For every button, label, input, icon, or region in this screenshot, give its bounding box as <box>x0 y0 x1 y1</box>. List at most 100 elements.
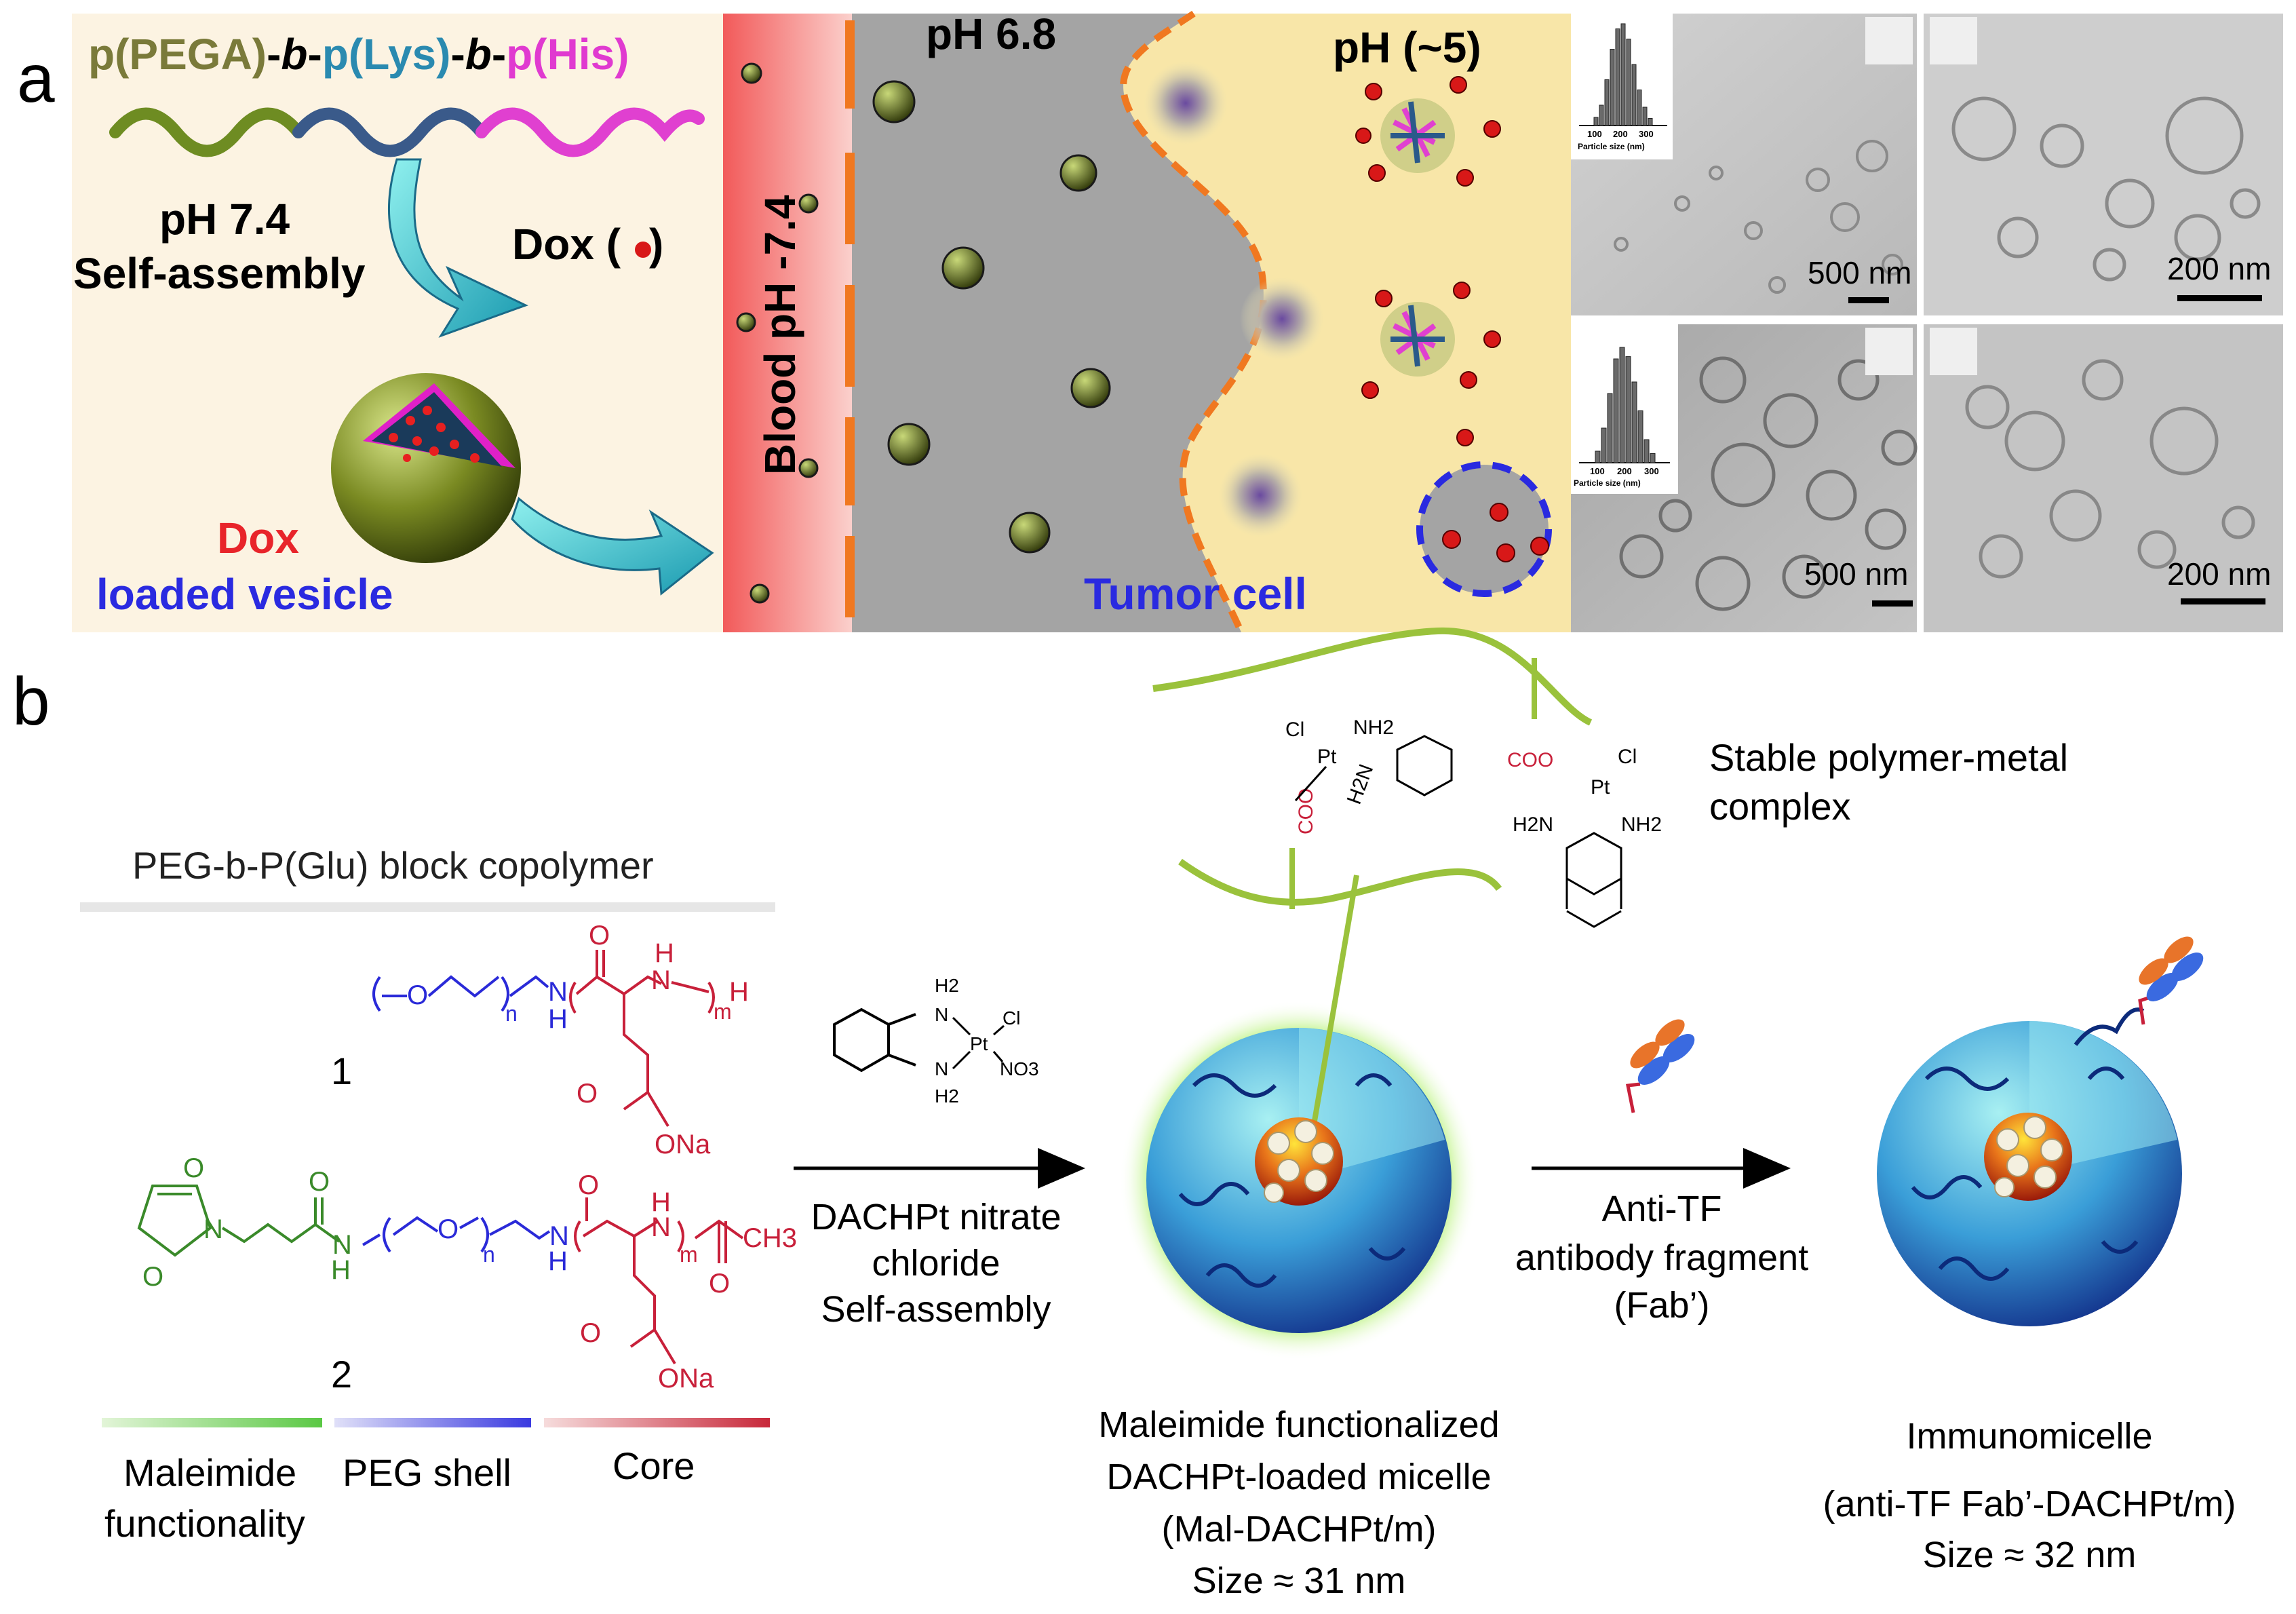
peg-block-chain <box>109 107 305 157</box>
legend-core: Core <box>612 1444 695 1487</box>
scale-bar <box>1872 600 1913 607</box>
micelle-label-line3: (Mal-DACHPt/m) <box>1162 1509 1437 1550</box>
fab-fragment-icon <box>1626 1019 1695 1113</box>
svg-text:ONa: ONa <box>658 1364 714 1394</box>
svg-text:H2: H2 <box>935 975 959 996</box>
vessel-wall <box>845 20 855 617</box>
svg-text:H: H <box>651 1187 671 1217</box>
histogram-bar <box>1637 410 1643 463</box>
svg-text:O: O <box>578 1170 599 1200</box>
hist-tick: 300 <box>1639 129 1654 139</box>
svg-text:O: O <box>577 1079 598 1109</box>
histogram-bar <box>1625 356 1631 463</box>
dox-legend: Dox () <box>512 220 663 269</box>
svg-text:N: N <box>935 1058 948 1079</box>
compound-1-structure: O n N H O H N m H O ONa <box>372 921 749 1159</box>
legend-functionality: functionality <box>104 1502 305 1545</box>
hist-axis-label: Particle size (nm) <box>1578 142 1645 151</box>
hist-tick: 200 <box>1617 466 1632 476</box>
tumor-delivery-panel: Blood pH -7.4 pH 6.8 pH (~5) Tumor cell <box>723 9 1571 634</box>
legend-maleimide: Maleimide <box>123 1451 296 1494</box>
histogram-bar <box>1650 453 1656 463</box>
svg-text:O: O <box>580 1318 601 1348</box>
tumor-cell-label: Tumor cell <box>1084 569 1307 619</box>
scale-bar-label: 500 nm <box>1804 556 1908 592</box>
svg-text:COO: COO <box>1507 749 1553 771</box>
step1-line3: Self-assembly <box>821 1289 1051 1330</box>
compound-2-structure: O O N O N H O n N H O H N m CH3 O O ONa <box>137 1153 797 1394</box>
histogram-bar <box>1601 427 1607 463</box>
vesicle-loaded-label: loaded vesicle <box>96 570 393 619</box>
title-underline <box>80 902 775 912</box>
tem-micrographs: 100 200 300 Particle size (nm) 500 nm 20… <box>1571 14 2283 632</box>
svg-text:Pt: Pt <box>1591 776 1610 799</box>
histogram-bar <box>1613 358 1619 463</box>
self-assembly-panel: p(PEGA)-b-p(Lys)-b-p(His) pH 7.4 Self-as… <box>72 14 723 632</box>
histogram-bar <box>1599 104 1604 126</box>
complex-label-line1: Stable polymer-metal <box>1709 736 2068 779</box>
complex-label-line2: complex <box>1709 785 1851 828</box>
tumor-membrane <box>1120 10 1267 634</box>
copolymer-title: PEG-b-P(Glu) block copolymer <box>132 844 654 887</box>
endosome <box>1416 461 1552 597</box>
panel-b-label: b <box>12 664 50 739</box>
histogram-bar <box>1642 107 1648 126</box>
svg-text:O: O <box>709 1269 730 1299</box>
micelle-label-line4: Size ≈ 31 nm <box>1192 1560 1406 1601</box>
scale-bar-label: 500 nm <box>1808 255 1911 290</box>
immuno-label-line2: (anti-TF Fab’-DACHPt/m) <box>1823 1484 2236 1524</box>
histogram-bar <box>1615 28 1620 126</box>
svg-text:Cl: Cl <box>1003 1007 1020 1029</box>
svg-text:m: m <box>714 999 732 1024</box>
step1-line2: chloride <box>872 1243 1000 1284</box>
tem-top-left: 100 200 300 Particle size (nm) 500 nm <box>1571 14 1917 315</box>
polymer-title: p(PEGA)-b-p(Lys)-b-p(His) <box>88 30 629 79</box>
tem-bottom-right: 200 nm <box>1924 324 2283 632</box>
dox-loaded-vesicle <box>331 373 521 563</box>
blood-ph-label: Blood pH -7.4 <box>756 195 804 475</box>
histogram-bar <box>1620 23 1626 126</box>
micelle-label-line2: DACHPt-loaded micelle <box>1106 1457 1491 1497</box>
circulating-vesicles <box>736 62 1111 604</box>
svg-text:COO: COO <box>1295 788 1317 834</box>
delivery-arrow <box>511 497 714 596</box>
step2-line1: Anti-TF <box>1601 1189 1721 1229</box>
segment-legend: Maleimide functionality PEG shell Core <box>102 1418 770 1545</box>
hist-tick: 100 <box>1587 129 1602 139</box>
legend-bar-core <box>544 1418 770 1427</box>
step2-line3: (Fab’) <box>1614 1285 1709 1326</box>
svg-text:Cl: Cl <box>1618 746 1637 768</box>
self-assembly-label: Self-assembly <box>73 249 366 298</box>
histogram-bar <box>1643 439 1650 463</box>
dachpt-nitrate-structure: H2 N N H2 Pt Cl NO3 <box>833 975 1039 1107</box>
ph-68-label: pH 6.8 <box>926 9 1056 58</box>
legend-peg-shell: PEG shell <box>343 1451 511 1494</box>
histogram-bar <box>1637 90 1642 126</box>
svg-text:H: H <box>655 938 674 968</box>
compound-1-number: 1 <box>331 1050 352 1092</box>
self-assembly-arrow <box>388 158 528 338</box>
tem-bottom-left: 100 200 300 Particle size (nm) 500 nm <box>1571 324 1918 632</box>
histogram-bar <box>1610 49 1615 126</box>
hist-tick: 100 <box>1590 466 1605 476</box>
released-dox-clusters <box>1355 76 1501 446</box>
hist-bottom: 100 200 300 Particle size (nm) <box>1571 324 1678 494</box>
histogram-bar <box>1619 347 1625 463</box>
scale-bar <box>2177 295 2262 301</box>
ph-5-label: pH (~5) <box>1333 23 1481 72</box>
histogram-bar <box>1648 118 1653 126</box>
svg-text:N: N <box>203 1214 223 1244</box>
micelle-label-line1: Maleimide functionalized <box>1098 1404 1499 1445</box>
scale-bar-label: 200 nm <box>2167 251 2271 286</box>
svg-text:H2N: H2N <box>1513 813 1553 836</box>
svg-text:O: O <box>407 980 428 1010</box>
histogram-bar <box>1607 393 1613 463</box>
scale-bar <box>1848 297 1889 303</box>
svg-text:N: N <box>651 1212 671 1242</box>
svg-text:NH2: NH2 <box>1621 813 1662 836</box>
step1-line1: DACHPt nitrate <box>811 1197 1061 1237</box>
fab-fragment-icon <box>2138 936 2204 1025</box>
svg-text:N: N <box>651 965 671 995</box>
svg-text:ONa: ONa <box>655 1130 711 1159</box>
histogram-bar <box>1595 450 1601 463</box>
